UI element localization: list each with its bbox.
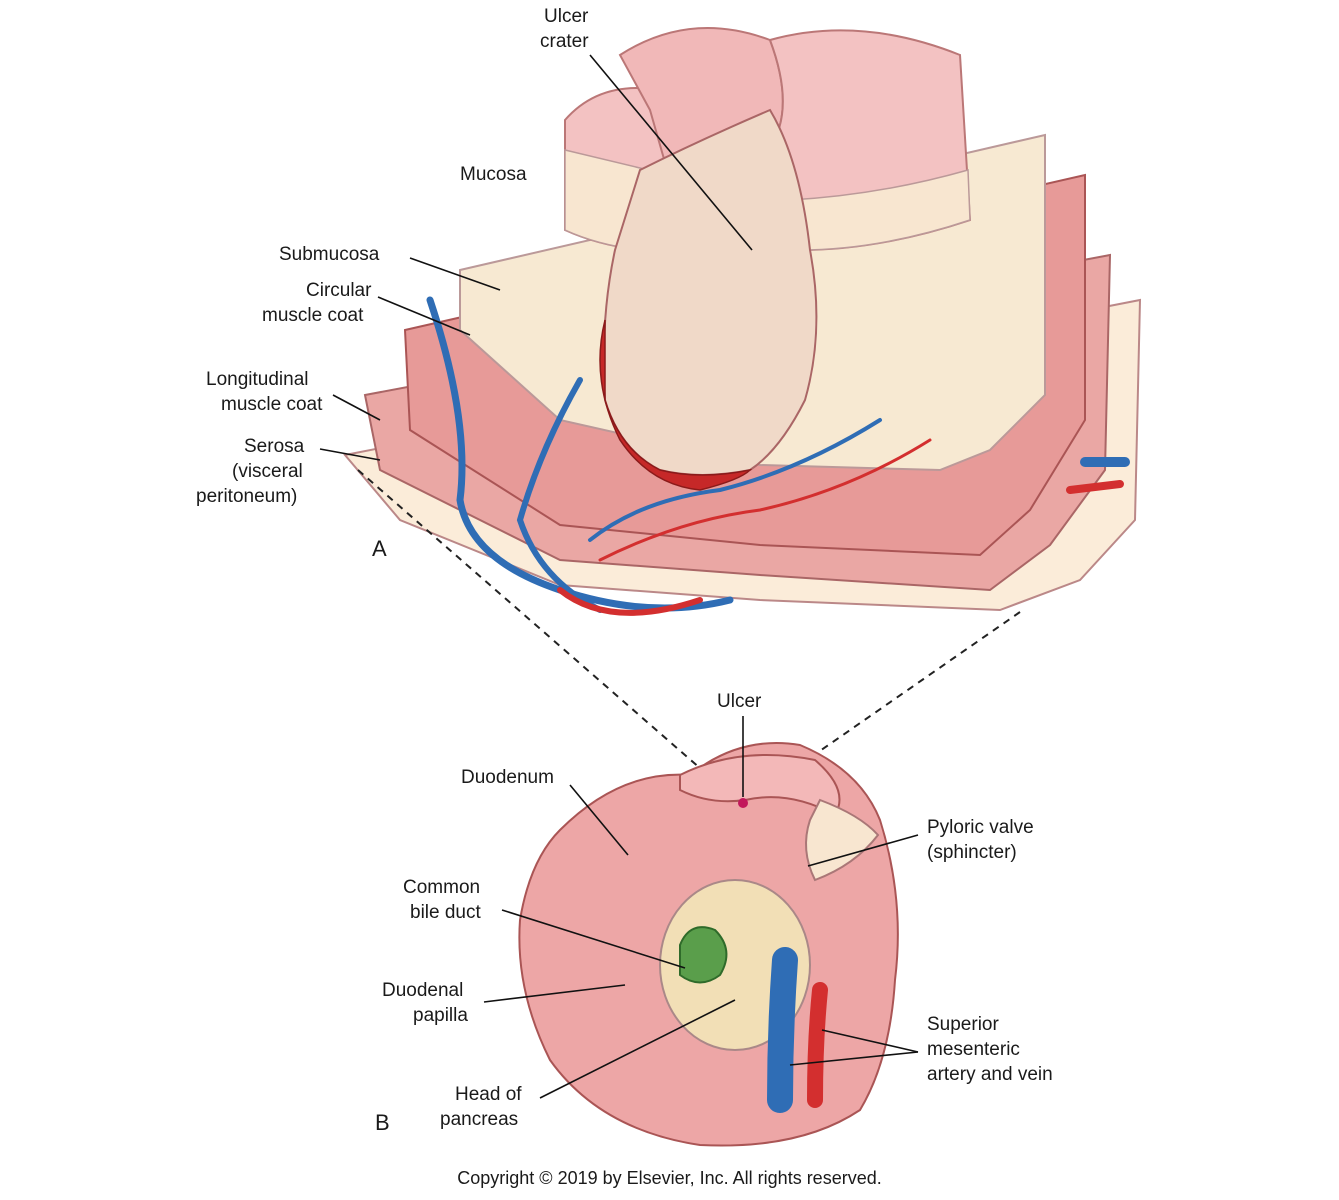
pyloric-valve (805, 798, 880, 882)
label-pyloric-2: (sphincter) (927, 842, 1017, 863)
label-longitudinal-1: Longitudinal (206, 369, 308, 390)
leader-sma-artery (821, 1029, 919, 1053)
label-ulcer-crater-2: crater (540, 31, 589, 52)
leader-pancreas (539, 999, 736, 1099)
ulcer-crater-wall (599, 319, 753, 491)
panel-b-labels: B Ulcer Duodenum Pyloric valve (sphincte… (375, 691, 1053, 1135)
label-papilla-2: papilla (413, 1005, 468, 1026)
leader-bile-duct (501, 909, 686, 969)
leader-papilla (483, 984, 626, 1003)
label-circular-1: Circular (306, 280, 372, 301)
label-mucosa: Mucosa (460, 164, 527, 185)
label-serosa-2: (visceral (232, 461, 303, 482)
panel-a-labels: A Ulcer crater Mucosa Submucosa Circular… (196, 6, 753, 561)
leader-sma-vein (789, 1051, 919, 1066)
label-submucosa: Submucosa (279, 244, 380, 265)
zoom-line-left (357, 469, 741, 804)
copyright-notice: Copyright © 2019 by Elsevier, Inc. All r… (457, 1168, 882, 1188)
label-pancreas-2: pancreas (440, 1109, 518, 1130)
label-longitudinal-2: muscle coat (221, 394, 323, 415)
label-serosa-3: peritoneum) (196, 486, 297, 507)
label-ulcer: Ulcer (717, 691, 762, 712)
label-papilla-1: Duodenal (382, 980, 463, 1001)
label-bile-duct-2: bile duct (410, 902, 481, 923)
label-serosa-1: Serosa (244, 436, 305, 457)
common-bile-duct (679, 926, 728, 984)
leader-pyloric (807, 834, 919, 867)
panel-b-letter: B (375, 1110, 390, 1135)
panel-a-vessels (426, 296, 1130, 616)
ulcer-spot (738, 798, 748, 808)
panel-a-illustration (343, 27, 1142, 616)
panel-b-illustration (518, 742, 899, 1147)
leader-circular (377, 296, 471, 336)
label-sma-3: artery and vein (927, 1064, 1053, 1085)
label-sma-1: Superior (927, 1014, 999, 1035)
label-duodenum: Duodenum (461, 767, 554, 788)
leader-longitudinal (332, 394, 381, 421)
label-pancreas-1: Head of (455, 1084, 522, 1105)
leader-ulcer-crater (589, 54, 753, 251)
label-circular-2: muscle coat (262, 305, 364, 326)
label-bile-duct-1: Common (403, 877, 480, 898)
label-pyloric-1: Pyloric valve (927, 817, 1034, 838)
leader-duodenum (569, 784, 629, 856)
leader-submucosa (409, 257, 501, 291)
label-ulcer-crater-1: Ulcer (544, 6, 589, 27)
panel-a-letter: A (372, 536, 387, 561)
sm-vein (767, 947, 798, 1113)
label-sma-2: mesenteric (927, 1039, 1020, 1060)
leader-serosa (319, 448, 381, 461)
sm-artery (807, 982, 828, 1108)
